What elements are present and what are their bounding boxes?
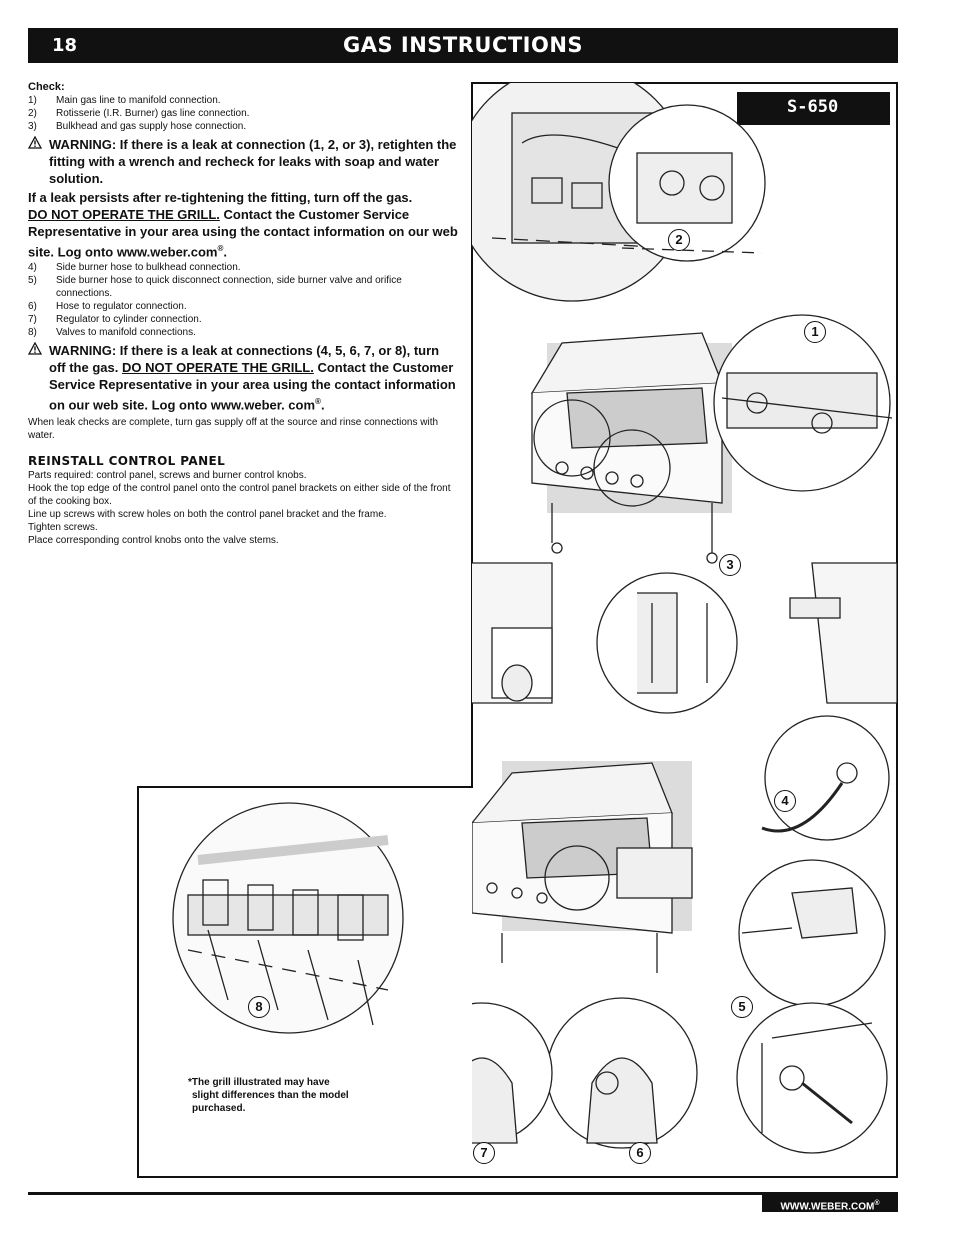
callout-7: 7: [473, 1142, 495, 1164]
list-item: 1)Main gas line to manifold connection.: [28, 95, 221, 106]
footer-rule: [28, 1192, 898, 1195]
reinstall-line: Hook the top edge of the control panel o…: [28, 482, 451, 507]
warning-2: WARNING: If there is a leak at connectio…: [27, 341, 458, 413]
list-item: 8)Valves to manifold connections.: [28, 327, 196, 339]
check-list-b: 4)Side burner hose to bulkhead connectio…: [28, 261, 458, 339]
list-item: 5)Side burner hose to quick disconnect c…: [28, 275, 402, 300]
grill-illustration: [472, 83, 897, 1154]
check-list-a: 1)Main gas line to manifold connection. …: [28, 94, 458, 133]
footer-website: WWW.WEBER.COM®: [762, 1195, 898, 1212]
manifold-zoom-illustration: [172, 802, 404, 1034]
warning-triangle-icon: [27, 135, 43, 153]
callout-8: 8: [248, 996, 270, 1018]
frame-line: [471, 82, 898, 84]
warning-1: WARNING: If there is a leak at connectio…: [27, 135, 458, 187]
callout-3: 3: [719, 554, 741, 576]
callout-5: 5: [731, 996, 753, 1018]
list-item: 6)Hose to regulator connection.: [28, 301, 187, 313]
reinstall-line: Place corresponding control knobs onto t…: [28, 534, 279, 546]
illustration-note: *The grill illustrated may have slight d…: [188, 1077, 349, 1114]
instructions-column: Check: 1)Main gas line to manifold conne…: [27, 80, 458, 547]
after-check-text: When leak checks are complete, turn gas …: [28, 416, 439, 441]
check-heading: Check:: [28, 81, 65, 93]
reinstall-line: Tighten screws.: [28, 521, 98, 533]
do-not-operate-text: DO NOT OPERATE THE GRILL.: [28, 207, 220, 222]
frame-line: [137, 1176, 898, 1178]
page-number: 18: [52, 35, 78, 56]
list-item: 3)Bulkhead and gas supply hose connectio…: [28, 121, 247, 132]
callout-1: 1: [804, 321, 826, 343]
frame-line: [137, 786, 139, 1177]
list-item: 2)Rotisserie (I.R. Burner) gas line conn…: [28, 108, 250, 119]
frame-line: [137, 786, 473, 788]
page-title: GAS INSTRUCTIONS: [342, 33, 584, 57]
persist-paragraph: If a leak persists after re-tightening t…: [28, 190, 458, 260]
callout-6: 6: [629, 1142, 651, 1164]
reinstall-heading: REINSTALL CONTROL PANEL: [28, 453, 226, 468]
header-bar: 18 GAS INSTRUCTIONS: [28, 28, 898, 63]
callout-2: 2: [668, 229, 690, 251]
reinstall-line: Line up screws with screw holes on both …: [28, 508, 387, 520]
list-item: 4)Side burner hose to bulkhead connectio…: [28, 262, 241, 274]
reinstall-line: Parts required: control panel, screws an…: [28, 469, 307, 481]
frame-line: [471, 82, 473, 787]
callout-4: 4: [774, 790, 796, 812]
model-label: S-650: [737, 92, 890, 125]
list-item: 7)Regulator to cylinder connection.: [28, 314, 202, 326]
warning-triangle-icon: [27, 341, 43, 359]
